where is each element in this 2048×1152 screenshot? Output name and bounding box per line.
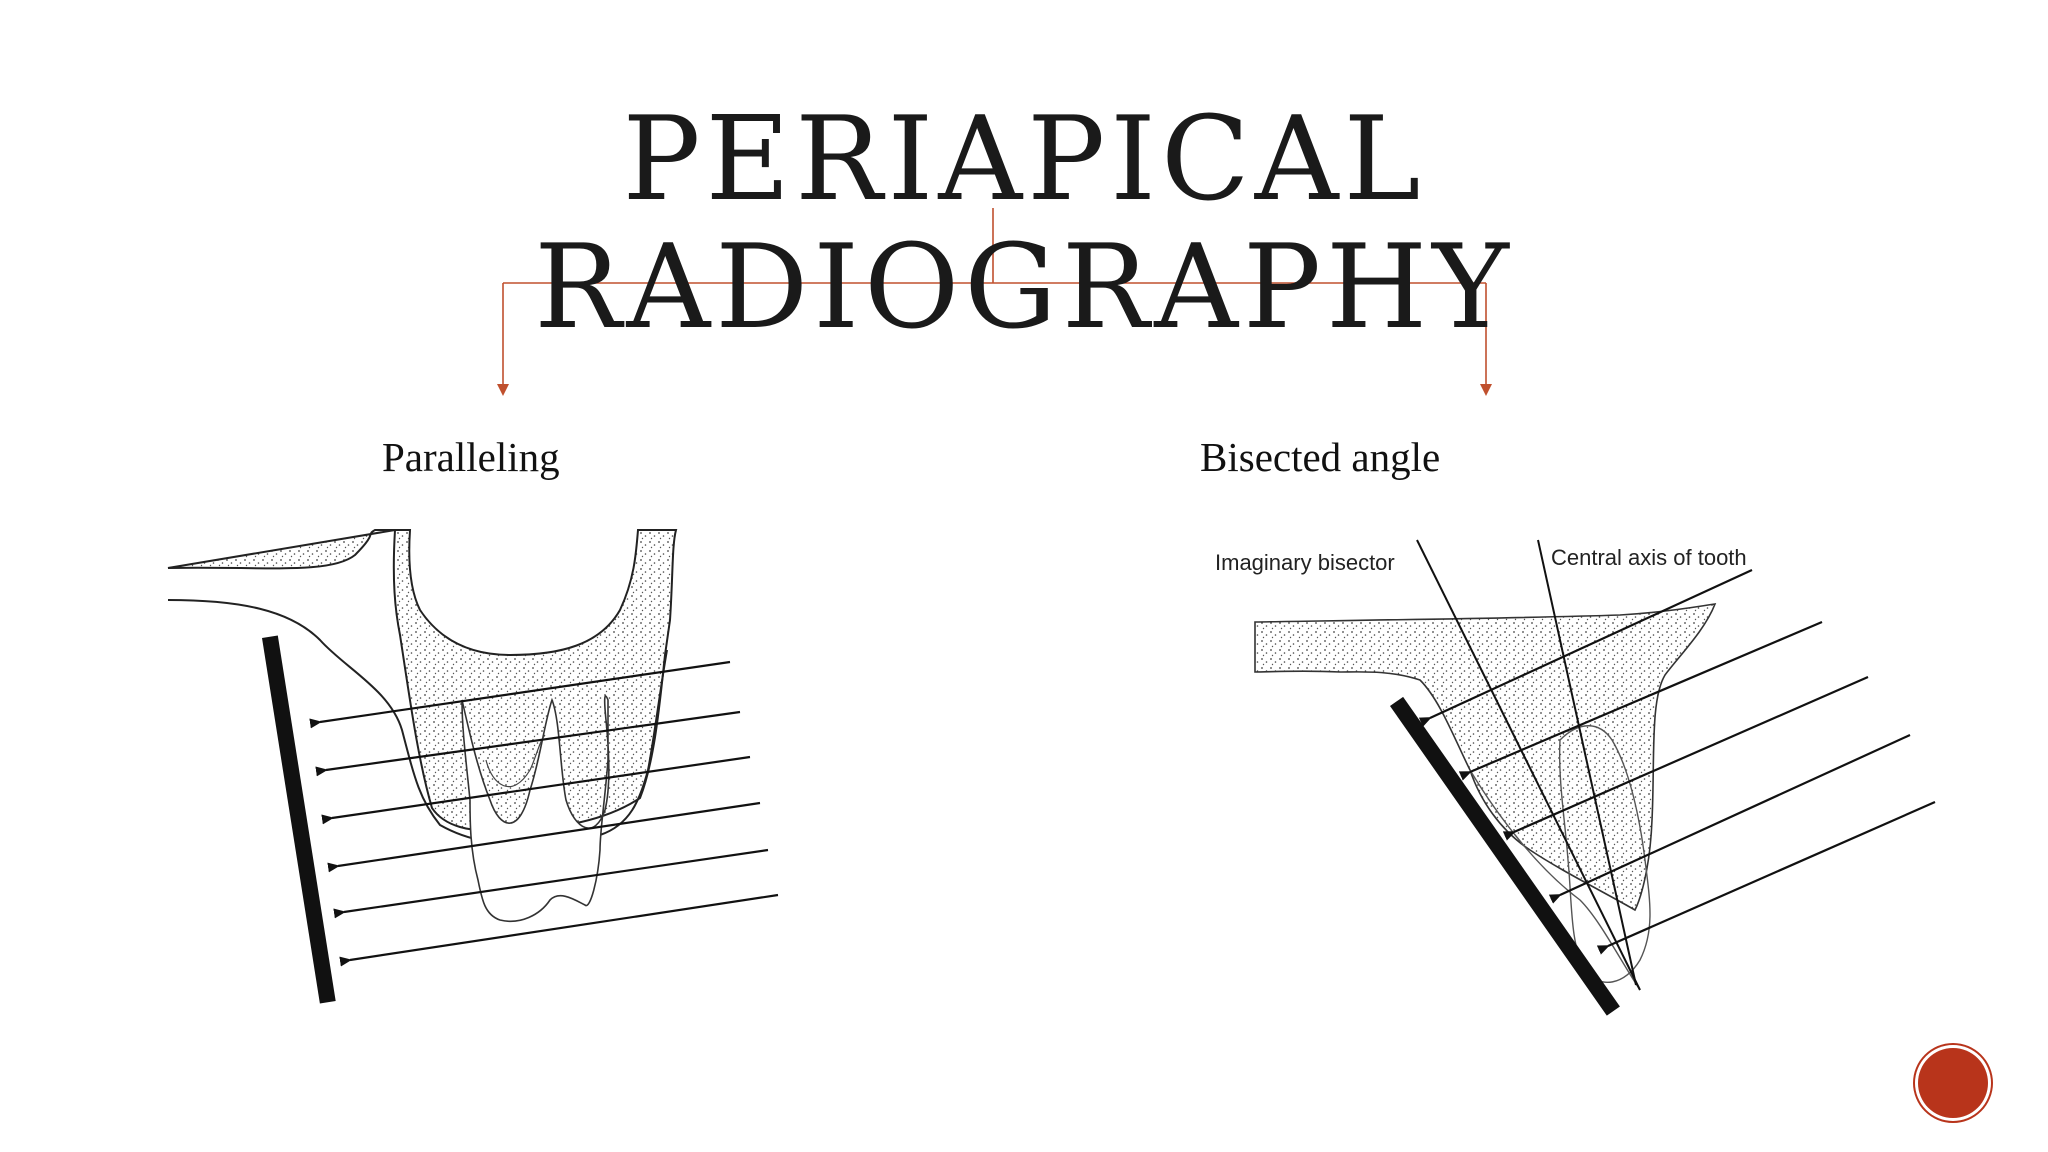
film-receptor [262, 635, 336, 1003]
xray-beam-r5 [1608, 802, 1935, 946]
bisected-angle-diagram: Imaginary bisector Central axis of tooth [1215, 540, 1935, 1016]
paralleling-diagram [168, 527, 778, 1004]
xray-beam-6 [350, 895, 778, 960]
central-axis-caption: Central axis of tooth [1551, 545, 1747, 570]
imaginary-bisector-caption: Imaginary bisector [1215, 550, 1395, 575]
next-slide-button-icon[interactable] [1918, 1048, 1988, 1118]
